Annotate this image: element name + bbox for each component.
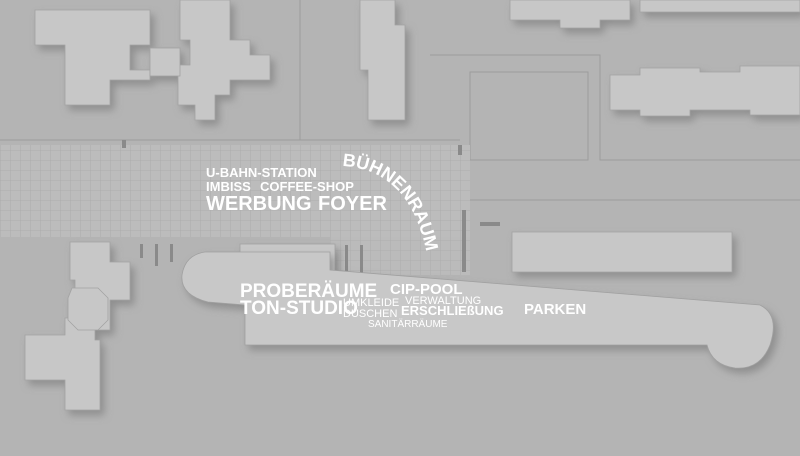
label-verwaltung: VERWALTUNG bbox=[405, 295, 482, 307]
label-u-bahn-station: U-BAHN-STATION bbox=[206, 165, 317, 180]
label-umkleide: UMKLEIDE bbox=[343, 297, 400, 309]
main-building bbox=[181, 251, 774, 369]
label-ton-studio: TON-STUDIO bbox=[240, 298, 358, 319]
foyer-paving bbox=[330, 145, 470, 275]
label-coffee-shop: COFFEE-SHOP bbox=[260, 179, 354, 194]
label-foyer: FOYER bbox=[318, 193, 387, 215]
label-parken: PARKEN bbox=[524, 301, 587, 318]
label-sanitaerraeume: SANITÄRRÄUME bbox=[368, 319, 448, 330]
label-imbiss: IMBISS bbox=[206, 179, 251, 194]
label-werbung: WERBUNG bbox=[206, 193, 312, 215]
label-cip-pool: CIP-POOL bbox=[390, 281, 463, 298]
label-erschliessung: ERSCHLIEßUNG bbox=[401, 303, 504, 318]
plot-outlines bbox=[0, 0, 800, 201]
label-proberaeume: PROBERÄUME bbox=[240, 281, 378, 302]
label-duschen: DUSCHEN bbox=[343, 308, 398, 320]
plaza-posts bbox=[122, 140, 500, 275]
